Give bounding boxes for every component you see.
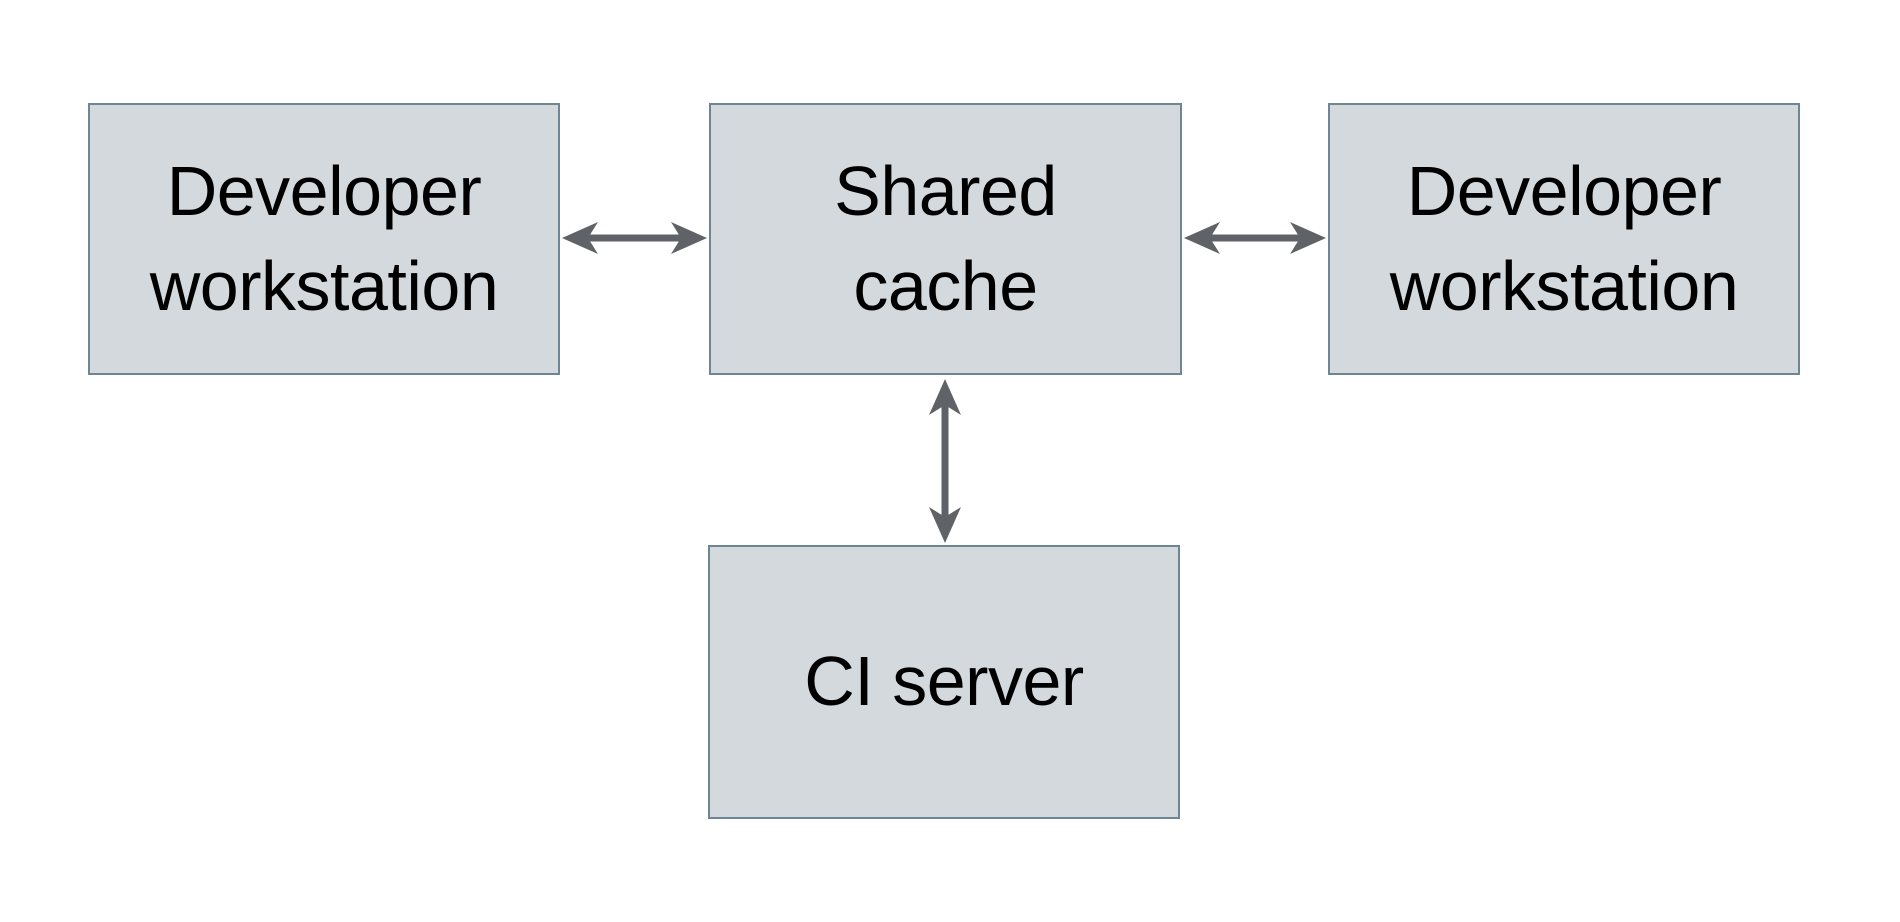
double-arrow-cache-right-workstation — [1184, 222, 1326, 254]
node-ci-server: CI server — [708, 545, 1180, 819]
node-label: Developer workstation — [1389, 151, 1739, 325]
node-shared-cache: Shared cache — [709, 103, 1182, 375]
double-arrow-cache-ci-server — [929, 379, 961, 543]
node-developer-workstation-right: Developer workstation — [1328, 103, 1800, 375]
node-label: CI server — [804, 642, 1084, 721]
double-arrow-left-workstation-cache — [562, 222, 707, 254]
node-label: Developer workstation — [149, 151, 499, 325]
node-developer-workstation-left: Developer workstation — [88, 103, 560, 375]
node-label: Shared cache — [834, 151, 1057, 325]
